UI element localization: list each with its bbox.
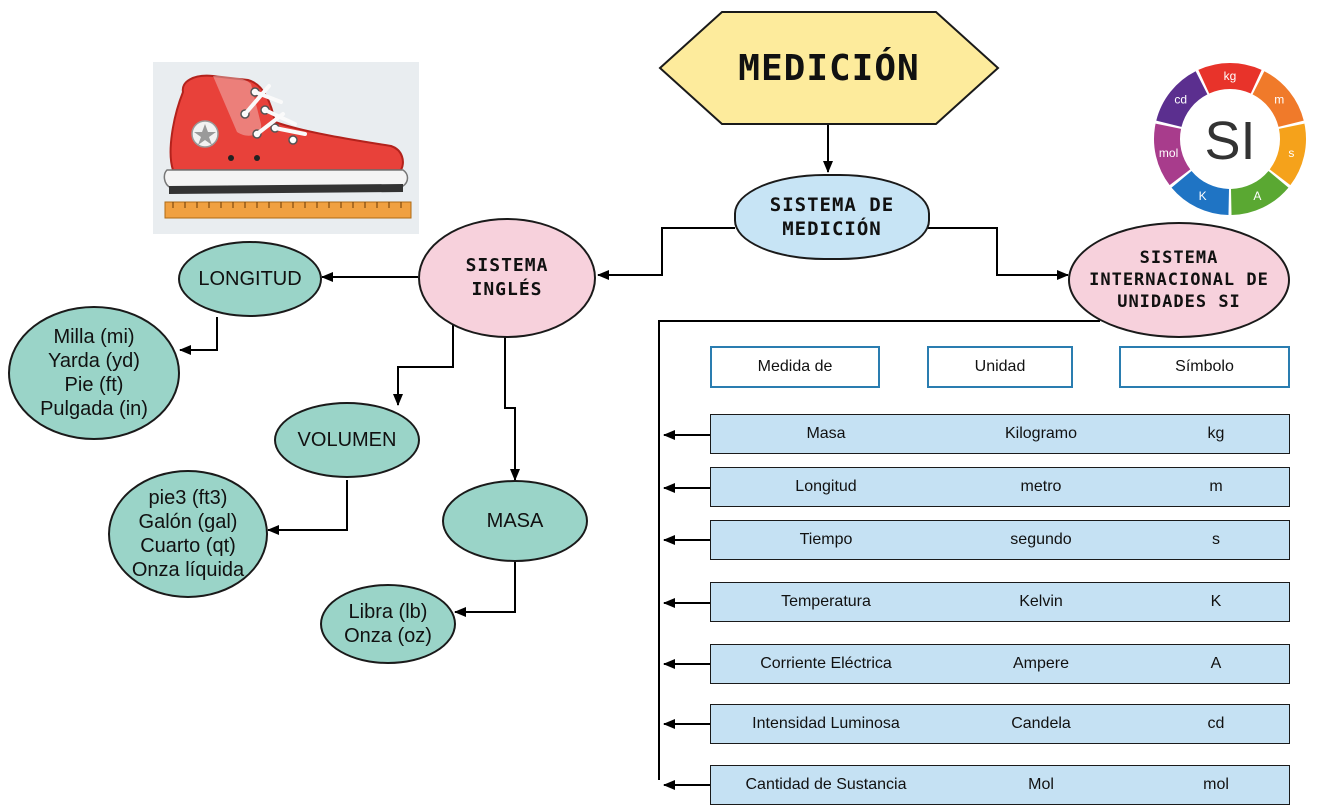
longitud-node: LONGITUD	[178, 241, 322, 317]
unit-item: Yarda (yd)	[48, 350, 140, 372]
unit-item: Onza (oz)	[344, 625, 432, 647]
cell-unidad: Kilogramo	[1004, 425, 1078, 442]
si-logo-segment	[1230, 170, 1289, 215]
title-medicion: MEDICIÓN	[738, 47, 920, 89]
si-logo-segment	[1156, 71, 1208, 127]
si-logo-segment-label: s	[1288, 146, 1294, 160]
si-logo-segment-label: A	[1253, 189, 1261, 203]
cell-medida: Longitud	[795, 478, 857, 495]
unit-item: Galón (gal)	[138, 511, 238, 533]
volumen-node: VOLUMEN	[274, 402, 420, 478]
si-row: Cantidad de Sustancia Mol mol	[710, 765, 1290, 805]
unit-item: Cuarto (qt)	[140, 535, 236, 557]
cell-medida: Tiempo	[799, 531, 853, 548]
cell-unidad: Candela	[1011, 715, 1071, 732]
header-simbolo: Símbolo	[1119, 346, 1290, 388]
unit-item: Milla (mi)	[53, 326, 135, 348]
si-row: Tiempo segundo s	[710, 520, 1290, 560]
cell-simbolo: m	[1209, 478, 1223, 495]
cell-medida: Masa	[806, 425, 846, 442]
cell-unidad: segundo	[1010, 531, 1072, 548]
si-logo-segment-label: mol	[1159, 146, 1178, 160]
sistema-de-medicion-node: SISTEMA DE MEDICIÓN	[734, 174, 930, 260]
si-logo-segment-label: K	[1199, 189, 1207, 203]
cell-simbolo: kg	[1207, 425, 1225, 442]
cell-simbolo: s	[1212, 531, 1220, 548]
shoe-ruler-illustration	[153, 62, 419, 234]
masa-node: MASA	[442, 480, 588, 562]
unit-item: Onza líquida	[131, 559, 245, 581]
longitud-units: Milla (mi) Yarda (yd) Pie (ft) Pulgada (…	[8, 306, 180, 440]
si-logo-segment	[1198, 63, 1262, 94]
si-row: Corriente Eléctrica Ampere A	[710, 644, 1290, 684]
si-row: Longitud metro m	[710, 467, 1290, 507]
unit-item: Pulgada (in)	[40, 398, 148, 420]
cell-unidad: metro	[1020, 478, 1062, 495]
cell-simbolo: A	[1210, 655, 1222, 672]
cell-unidad: Ampere	[1012, 655, 1070, 672]
cell-simbolo: mol	[1203, 776, 1229, 793]
cell-simbolo: cd	[1207, 715, 1225, 732]
title-hexagon	[658, 11, 1000, 125]
header-medida: Medida de	[710, 346, 880, 388]
masa-units: Libra (lb) Onza (oz)	[320, 584, 456, 664]
cell-medida: Temperatura	[781, 593, 871, 610]
cell-medida: Cantidad de Sustancia	[745, 776, 907, 793]
si-logo-segment-label: m	[1274, 93, 1284, 107]
cell-simbolo: K	[1210, 593, 1222, 610]
unit-item: Libra (lb)	[348, 601, 428, 623]
si-logo-segment	[1171, 170, 1230, 215]
sistema-internacional-node: SISTEMA INTERNACIONAL DE UNIDADES SI	[1068, 222, 1290, 338]
si-logo-segment	[1252, 71, 1304, 127]
cell-unidad: Kelvin	[1019, 593, 1063, 610]
sistema-ingles-node: SISTEMA INGLÉS	[418, 218, 596, 338]
si-logo-segment	[1154, 123, 1191, 186]
unit-item: pie3 (ft3)	[148, 487, 228, 509]
si-logo-segment-label: cd	[1174, 93, 1187, 107]
si-row: Masa Kilogramo kg	[710, 414, 1290, 454]
cell-medida: Intensidad Luminosa	[752, 715, 900, 732]
si-row: Intensidad Luminosa Candela cd	[710, 704, 1290, 744]
si-logo-center-text: SI	[1204, 111, 1255, 171]
volumen-units: pie3 (ft3) Galón (gal) Cuarto (qt) Onza …	[108, 470, 268, 598]
header-unidad: Unidad	[927, 346, 1073, 388]
si-logo-segment	[1269, 123, 1306, 186]
si-logo-segment-label: kg	[1224, 69, 1237, 83]
unit-item: Pie (ft)	[64, 374, 124, 396]
si-row: Temperatura Kelvin K	[710, 582, 1290, 622]
cell-medida: Corriente Eléctrica	[760, 655, 892, 672]
cell-unidad: Mol	[1028, 776, 1054, 793]
